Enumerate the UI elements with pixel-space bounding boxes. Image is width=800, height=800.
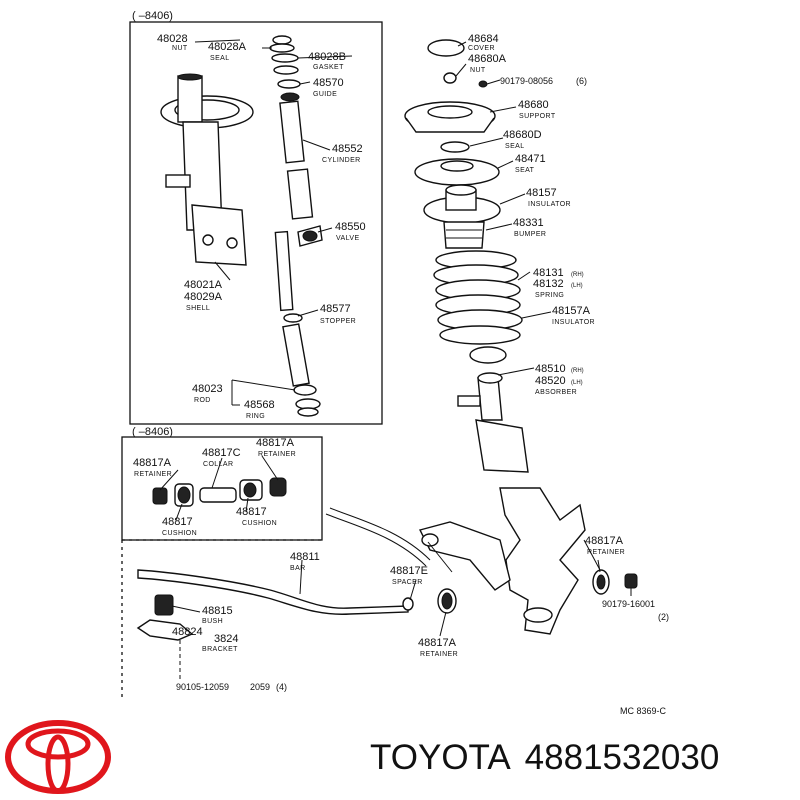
label-48817c: 48817C [202,447,241,459]
label-48817e: 48817E [390,565,428,577]
label-lh-1: (LH) [571,283,583,289]
label-90179-16001: 90179-16001 [602,599,655,609]
label-48028a: 48028A [208,41,247,53]
strut-assembly-illustration [404,39,529,473]
label-support: SUPPORT [519,113,556,120]
label-rod: ROD [194,397,211,404]
label-90179-08056: 90179-08056 [500,76,553,86]
label-retainer-2: RETAINER [258,451,296,458]
strut-internal-parts [269,35,323,417]
label-cushion-2: CUSHION [242,520,277,527]
strut-leaders [427,41,601,573]
label-collar: COLLAR [203,461,233,468]
label-48817a-4: 48817A [585,535,624,547]
box2-leaders [159,455,279,521]
label-rh-2: (RH) [571,368,584,374]
label-nut: NUT [172,45,188,52]
label-seat: SEAT [515,167,535,174]
strut-internals-frame [129,21,383,425]
stabilizer-bar-illustration [136,507,638,680]
box2-range: ( –8406) [132,426,173,438]
label-48680: 48680 [518,99,549,111]
cushion-parts-illustration [152,477,287,507]
label-3824: 3824 [214,633,238,645]
label-bumper: BUMPER [514,231,546,238]
label-48028b: 48028B [308,51,346,63]
label-48520: 48520 [535,375,566,387]
brand-name: TOYOTA [370,738,511,777]
label-48817a-3: 48817A [418,637,457,649]
label-48510: 48510 [535,363,566,375]
label-gasket: GASKET [313,64,344,71]
label-2059: 2059 [250,682,270,692]
shell-illustration [160,73,254,266]
label-48817-2: 48817 [236,506,267,518]
label-stopper: STOPPER [320,318,356,325]
label-shell: SHELL [186,305,210,312]
label-48331: 48331 [513,217,544,229]
label-48680a: 48680A [468,53,507,65]
label-48552: 48552 [332,143,363,155]
label-48157a: 48157A [552,305,591,317]
label-48817-1: 48817 [162,516,193,528]
label-spring: SPRING [535,292,564,299]
label-qty-4: (4) [276,682,287,692]
label-48029a: 48029A [184,291,223,303]
label-48471: 48471 [515,153,546,165]
diagram-code: MC 8369-C [620,706,667,716]
label-lh-2: (LH) [571,380,583,386]
label-48815: 48815 [202,605,233,617]
label-48568: 48568 [244,399,275,411]
label-cushion-1: CUSHION [162,530,197,537]
label-spacer: SPACER [392,579,423,586]
label-48132: 48132 [533,278,564,290]
label-bush: BUSH [202,618,223,625]
label-48680d: 48680D [503,129,542,141]
label-insulator-1: INSULATOR [528,201,571,208]
label-valve: VALVE [336,235,360,242]
label-seal-2: SEAL [505,143,525,150]
label-48028: 48028 [157,33,188,45]
label-48021a: 48021A [184,279,223,291]
label-48824: 48824 [172,626,203,638]
label-48817a-1: 48817A [133,457,172,469]
label-retainer-1: RETAINER [134,471,172,478]
label-48577: 48577 [320,303,351,315]
label-qty-2: (2) [658,612,669,622]
label-48570: 48570 [313,77,344,89]
label-48550: 48550 [335,221,366,233]
bar-leaders [171,559,632,637]
label-qty-6: (6) [576,76,587,86]
box1-range: ( –8406) [132,10,173,22]
label-seal-1: SEAL [210,55,230,62]
label-cylinder: CYLINDER [322,157,361,164]
label-90105-12059: 90105-12059 [176,682,229,692]
label-48023: 48023 [192,383,223,395]
label-48684: 48684 [468,33,499,45]
knuckle-illustration [418,487,586,635]
label-rh-1: (RH) [571,272,584,278]
label-bar: BAR [290,565,306,572]
label-retainer-3: RETAINER [420,651,458,658]
label-absorber: ABSORBER [535,389,577,396]
label-guide: GUIDE [313,91,337,98]
label-48131: 48131 [533,267,564,279]
label-ring: RING [246,413,265,420]
toyota-logo [5,720,111,794]
label-retainer-4: RETAINER [587,549,625,556]
brand-title: TOYOTA 4881532030 [370,738,733,778]
box1-leaders [194,39,353,406]
label-48817a-2: 48817A [256,437,295,449]
label-48157: 48157 [526,187,557,199]
label-insulator-2: INSULATOR [552,319,595,326]
label-nut-2: NUT [470,67,486,74]
part-number: 4881532030 [524,738,720,777]
label-48811: 48811 [290,551,320,563]
lower-boundary-line [121,539,322,700]
label-bracket: BRACKET [202,646,238,653]
label-cover: COVER [468,45,495,52]
